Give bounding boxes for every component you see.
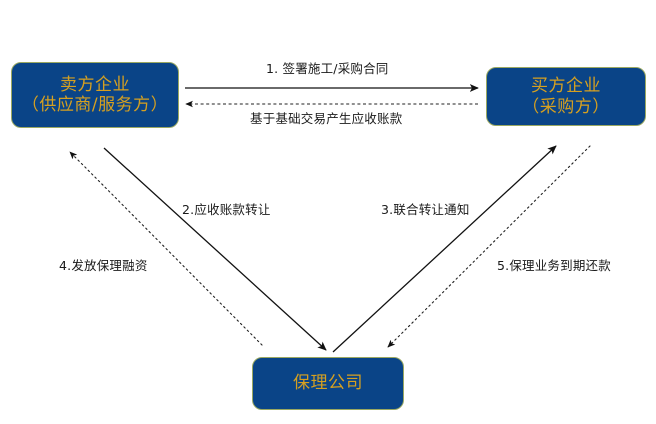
node-buyer-line1: 买方企业 — [531, 76, 601, 97]
edge-label-receivable-transfer: 2.应收账款转让 — [182, 202, 271, 217]
connector-joint-transfer-notice — [332, 145, 557, 353]
edge-label-joint-transfer-notice: 3.联合转让通知 — [381, 202, 470, 217]
edge-label-maturity-repayment: 5.保理业务到期还款 — [497, 258, 611, 273]
connector-factoring-financing — [69, 151, 263, 346]
node-factor-line1: 保理公司 — [293, 373, 363, 394]
node-seller-enterprise[interactable]: 卖方企业 （供应商/服务方） — [11, 62, 179, 128]
edge-label-factoring-financing: 4.发放保理融资 — [59, 258, 148, 273]
edge-label-contract-signing: 1. 签署施工/采购合同 — [266, 61, 389, 76]
node-buyer-line2: （采购方） — [522, 96, 610, 117]
node-factoring-company[interactable]: 保理公司 — [252, 357, 404, 410]
connector-receivable-transfer — [103, 147, 327, 351]
node-seller-line2: （供应商/服务方） — [21, 95, 169, 115]
connector-maturity-repayment — [387, 145, 591, 348]
node-seller-line1: 卖方企业 — [60, 74, 130, 95]
edge-label-receivable-generation: 基于基础交易产生应收账款 — [250, 111, 403, 126]
node-buyer-enterprise[interactable]: 买方企业 （采购方） — [486, 67, 646, 126]
